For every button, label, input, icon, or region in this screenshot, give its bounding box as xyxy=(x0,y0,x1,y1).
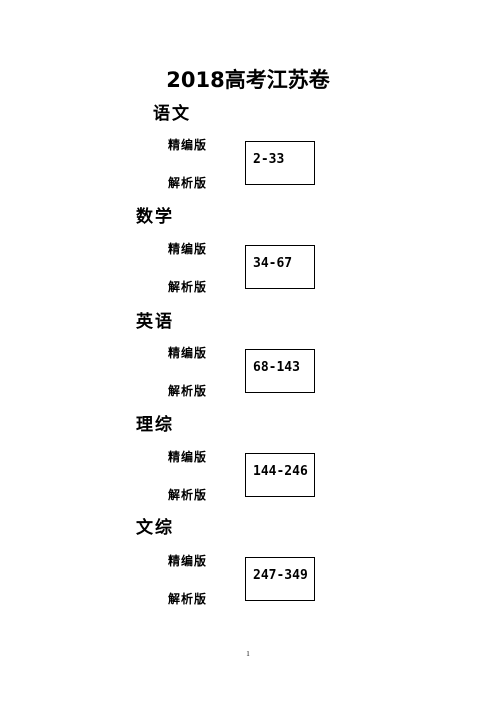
edition-analysis-label: 解析版 xyxy=(168,592,208,606)
edition-analysis-label: 解析版 xyxy=(168,176,208,190)
edition-refined-label: 精编版 xyxy=(168,242,208,256)
edition-refined-label: 精编版 xyxy=(168,554,208,568)
edition-analysis-label: 解析版 xyxy=(168,384,208,398)
subject-heading-chinese: 语文 xyxy=(153,104,191,124)
page-range-box: 34-67 xyxy=(245,245,315,289)
document-title: 2018高考江苏卷 xyxy=(166,68,330,92)
page-range-box: 68-143 xyxy=(245,349,315,393)
subject-heading-math: 数学 xyxy=(136,207,174,227)
subject-heading-science: 理综 xyxy=(136,415,174,435)
edition-analysis-label: 解析版 xyxy=(168,488,208,502)
page-range: 34-67 xyxy=(253,256,293,271)
subject-heading-humanities: 文综 xyxy=(136,518,174,538)
page-range-box: 144-246 xyxy=(245,453,315,497)
edition-refined-label: 精编版 xyxy=(168,450,208,464)
page-range: 2-33 xyxy=(253,152,285,167)
page-range: 247-349 xyxy=(253,568,308,583)
page-range-box: 2-33 xyxy=(245,141,315,185)
edition-analysis-label: 解析版 xyxy=(168,280,208,294)
page-range: 68-143 xyxy=(253,360,300,375)
page-number: 1 xyxy=(246,650,250,658)
edition-refined-label: 精编版 xyxy=(168,138,208,152)
subject-heading-english: 英语 xyxy=(136,312,174,332)
page-range: 144-246 xyxy=(253,464,308,479)
edition-refined-label: 精编版 xyxy=(168,346,208,360)
page-range-box: 247-349 xyxy=(245,557,315,601)
